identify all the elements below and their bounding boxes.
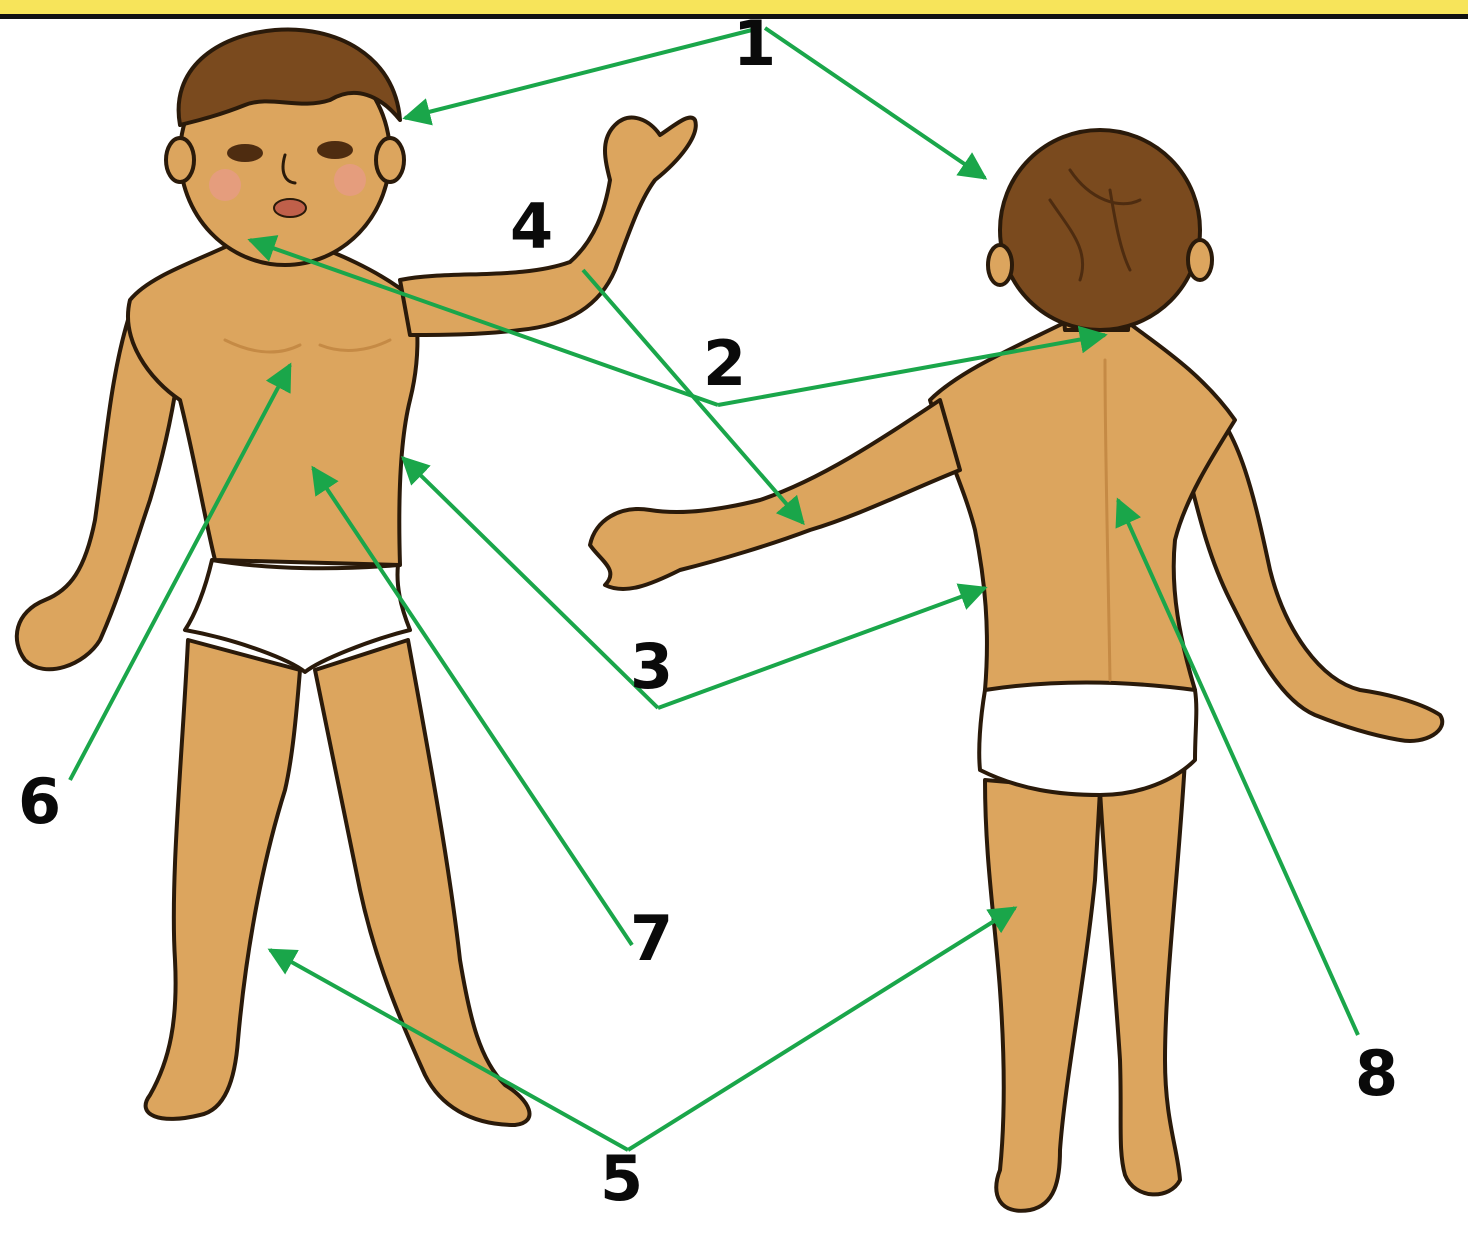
- back-right-arm: [1190, 400, 1442, 741]
- label-4: 4: [510, 190, 553, 263]
- boy-back-view: [590, 130, 1442, 1211]
- label-2: 2: [703, 327, 746, 400]
- back-torso: [930, 320, 1235, 690]
- back-left-arm: [590, 400, 960, 589]
- arrow-3-back-side: [658, 588, 985, 708]
- label-5: 5: [600, 1142, 643, 1215]
- label-1: 1: [733, 7, 776, 80]
- arrow-1-back-head: [765, 28, 985, 178]
- front-right-leg: [315, 640, 529, 1125]
- label-3: 3: [630, 630, 673, 703]
- label-8: 8: [1355, 1037, 1398, 1110]
- back-left-leg: [985, 780, 1100, 1211]
- boy-front-view: [17, 29, 696, 1125]
- arrow-5-back-leg: [628, 908, 1015, 1150]
- label-6: 6: [18, 765, 61, 838]
- front-left-leg: [146, 640, 300, 1119]
- back-head: [1000, 130, 1200, 330]
- back-underwear: [979, 683, 1196, 796]
- label-7: 7: [630, 902, 673, 975]
- back-right-leg: [1100, 760, 1185, 1194]
- arrow-1-front-head: [405, 28, 760, 118]
